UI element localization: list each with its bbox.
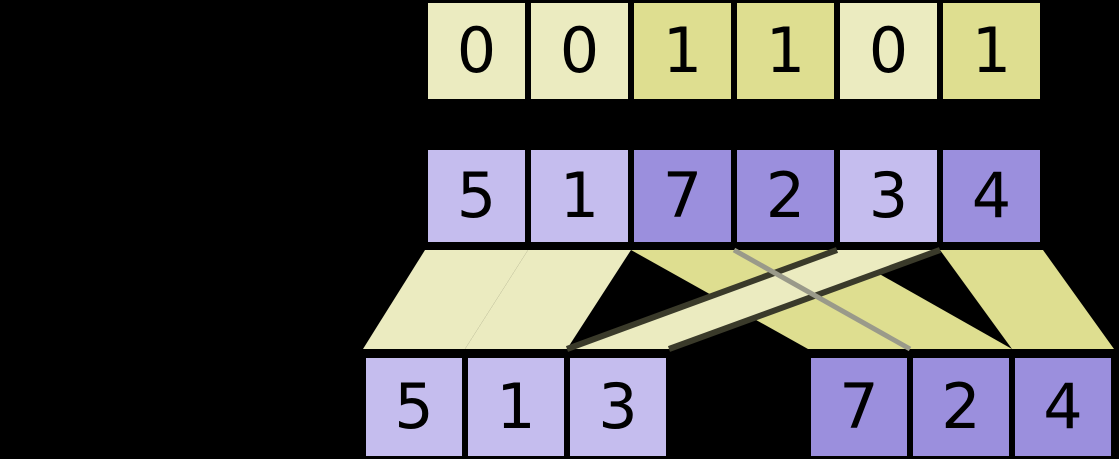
flag-cell-1-label: 0 xyxy=(559,14,600,87)
flag-cell-4-label: 0 xyxy=(868,14,909,87)
flow-4 xyxy=(940,250,1114,349)
flag-cell-2[interactable]: 1 xyxy=(631,0,734,102)
input-cell-3[interactable]: 2 xyxy=(734,147,837,245)
input-cell-2[interactable]: 7 xyxy=(631,147,734,245)
output-cell-4[interactable]: 2 xyxy=(910,355,1012,459)
input-cell-5-label: 4 xyxy=(971,159,1012,232)
input-cell-1[interactable]: 1 xyxy=(528,147,631,245)
flag-cell-0-label: 0 xyxy=(456,14,497,87)
output-cell-1-label: 1 xyxy=(496,370,536,443)
flow-divider-grey xyxy=(732,247,912,352)
output-cell-4-label: 2 xyxy=(941,370,981,443)
flag-cell-2-label: 1 xyxy=(662,14,703,87)
output-cell-3-label: 7 xyxy=(839,370,879,443)
output-cell-2[interactable]: 3 xyxy=(567,355,669,459)
input-cell-2-label: 7 xyxy=(662,159,703,232)
input-cell-3-label: 2 xyxy=(765,159,806,232)
output-cell-1[interactable]: 1 xyxy=(465,355,567,459)
input-cell-5[interactable]: 4 xyxy=(940,147,1043,245)
flow-divider-dark-a xyxy=(667,247,942,352)
flag-cell-0[interactable]: 0 xyxy=(425,0,528,102)
flag-cell-5-label: 1 xyxy=(971,14,1012,87)
flag-cell-1[interactable]: 0 xyxy=(528,0,631,102)
flow-divider-dark-b xyxy=(565,247,839,352)
output-cell-0-label: 5 xyxy=(394,370,434,443)
flag-cell-4[interactable]: 0 xyxy=(837,0,940,102)
input-cell-1-label: 1 xyxy=(559,159,600,232)
output-cell-3[interactable]: 7 xyxy=(808,355,910,459)
flag-cell-5[interactable]: 1 xyxy=(940,0,1043,102)
input-cell-0[interactable]: 5 xyxy=(425,147,528,245)
input-cell-0-label: 5 xyxy=(456,159,497,232)
flow-1 xyxy=(465,250,631,349)
input-cell-4[interactable]: 3 xyxy=(837,147,940,245)
flow-5 xyxy=(363,250,528,349)
output-cell-5[interactable]: 4 xyxy=(1012,355,1114,459)
output-cell-5-label: 4 xyxy=(1043,370,1083,443)
flag-cell-3[interactable]: 1 xyxy=(734,0,837,102)
flow-3 xyxy=(567,250,940,349)
input-cell-4-label: 3 xyxy=(868,159,909,232)
flag-cell-3-label: 1 xyxy=(765,14,806,87)
output-cell-0[interactable]: 5 xyxy=(363,355,465,459)
output-cell-2-label: 3 xyxy=(598,370,638,443)
